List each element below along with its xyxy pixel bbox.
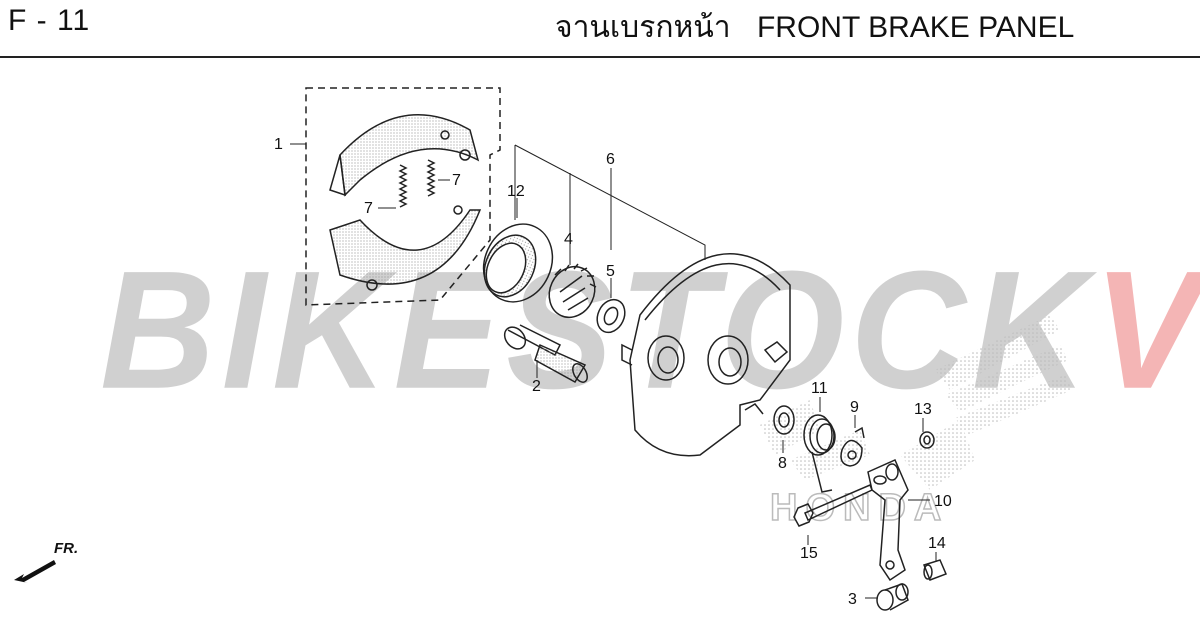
callout-labels: 1 2 3 4 5 6 7 7 8 9 10 11 12 13 14 15 bbox=[274, 136, 952, 608]
callout-10: 10 bbox=[934, 493, 952, 510]
brake-cam-2 bbox=[503, 324, 588, 384]
pin-14 bbox=[923, 559, 947, 581]
callout-5: 5 bbox=[606, 263, 615, 280]
front-direction-arrow-icon bbox=[14, 560, 56, 583]
nut-13 bbox=[919, 431, 935, 449]
dust-seal-12 bbox=[482, 223, 554, 303]
callout-15: 15 bbox=[800, 545, 818, 562]
indicator-plate-9 bbox=[840, 426, 865, 467]
title-thai: จานเบรกหน้า bbox=[555, 10, 731, 45]
callout-8: 8 bbox=[778, 455, 787, 472]
callout-6: 6 bbox=[606, 151, 615, 168]
brake-panel-6 bbox=[621, 253, 791, 457]
return-spring-11 bbox=[803, 414, 836, 493]
callout-13: 13 bbox=[914, 401, 932, 418]
callout-7b: 7 bbox=[364, 200, 373, 217]
callout-12: 12 bbox=[507, 183, 525, 200]
callout-2: 2 bbox=[532, 378, 541, 395]
leader-lines bbox=[290, 143, 937, 599]
brake-shoe-group bbox=[305, 87, 501, 306]
title-english: FRONT BRAKE PANEL bbox=[756, 11, 1075, 44]
diagram-code: F - 11 bbox=[8, 4, 91, 37]
header-divider bbox=[0, 56, 1200, 58]
wear-indicator-4 bbox=[548, 263, 597, 319]
brake-arm-10 bbox=[867, 459, 909, 582]
washer-8 bbox=[773, 405, 795, 435]
callout-7a: 7 bbox=[452, 172, 461, 189]
watermark-part1: BIKESTOCK bbox=[100, 235, 1094, 424]
callout-4: 4 bbox=[564, 231, 573, 248]
bolt-15 bbox=[793, 484, 873, 527]
callout-9: 9 bbox=[850, 399, 859, 416]
diagram-title: จานเบรกหน้า FRONT BRAKE PANEL bbox=[555, 4, 1074, 51]
callout-14: 14 bbox=[928, 535, 946, 552]
callout-1: 1 bbox=[274, 136, 283, 153]
pivot-3 bbox=[876, 583, 909, 611]
front-direction-label: FR. bbox=[54, 540, 79, 557]
washer-5 bbox=[596, 298, 626, 334]
callout-11: 11 bbox=[811, 380, 828, 397]
watermark-part2: VN bbox=[1093, 235, 1200, 424]
parts-diagram: HONDA bbox=[274, 87, 1072, 611]
watermark: BIKESTOCKVN bbox=[100, 233, 1200, 426]
callout-3: 3 bbox=[848, 591, 857, 608]
